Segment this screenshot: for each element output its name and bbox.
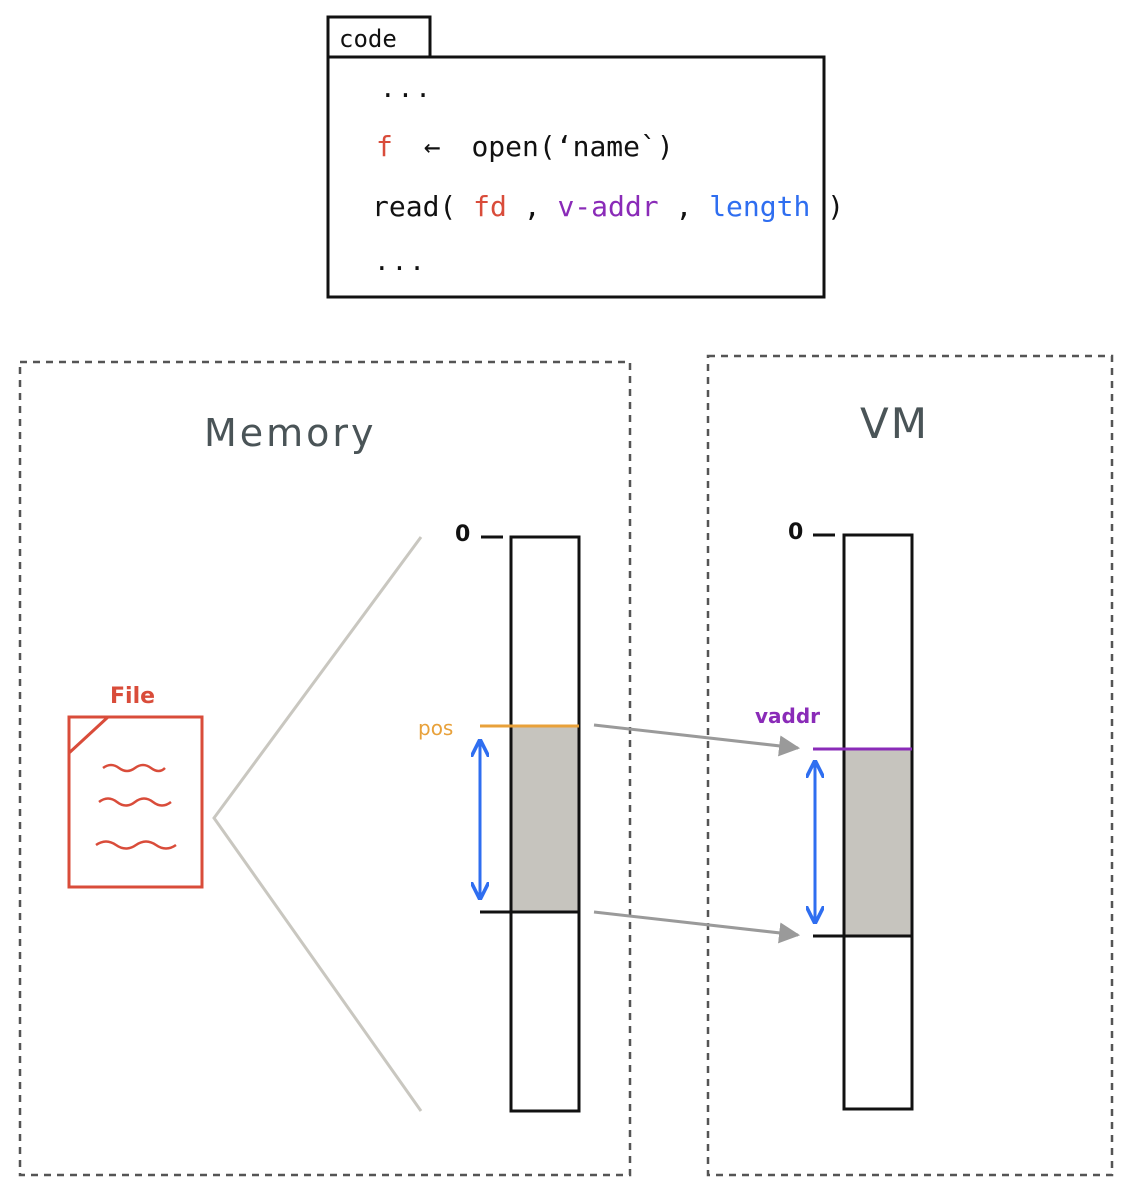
- mapping-arrow-end: [593, 910, 801, 944]
- file-text-line-2: [98, 797, 172, 807]
- memory-zero-label: 0: [455, 522, 470, 547]
- code-box: [326, 55, 826, 299]
- code-assign-arrow: ←: [424, 130, 441, 163]
- code-close-paren: ): [827, 190, 844, 223]
- memory-panel-border: [18, 360, 632, 1177]
- code-line-read: read( fd , v-addr , length ): [372, 190, 844, 223]
- code-panel: code ... f ← open(‘name`) read( fd , v-a…: [326, 15, 844, 299]
- mapping-arrow-start: [593, 723, 801, 757]
- memory-panel: Memory File 0 pos: [18, 360, 632, 1177]
- zoom-cone: [212, 536, 423, 1112]
- vm-panel-title: VM: [860, 399, 929, 448]
- file-text-line-1: [102, 763, 166, 773]
- memory-read-region: [511, 726, 579, 912]
- vaddr-label: vaddr: [755, 704, 820, 728]
- code-arg-length: length: [709, 190, 810, 223]
- code-tab-label: code: [339, 25, 397, 53]
- vm-zero-label: 0: [788, 520, 803, 545]
- code-read-func: read(: [372, 190, 456, 223]
- file-text-line-3: [95, 840, 177, 850]
- vm-panel-border: [706, 354, 1114, 1177]
- code-line-open: f ← open(‘name`): [376, 130, 674, 163]
- vm-panel: VM 0 vaddr: [706, 354, 1114, 1177]
- code-line-ellipsis-bottom: ...: [374, 247, 427, 277]
- code-sep-1: ,: [524, 190, 541, 223]
- code-line-ellipsis-top: ...: [380, 74, 433, 104]
- file-icon: File: [67, 684, 204, 889]
- file-label: File: [110, 684, 155, 709]
- code-sep-2: ,: [675, 190, 692, 223]
- pos-label: pos: [418, 716, 453, 740]
- code-arg-vaddr: v-addr: [557, 190, 658, 223]
- memory-panel-title: Memory: [204, 411, 377, 455]
- code-var-f: f: [376, 130, 393, 163]
- vm-write-region: [844, 749, 912, 936]
- code-arg-fd: fd: [473, 190, 507, 223]
- code-open-call: open(‘name`): [471, 130, 673, 163]
